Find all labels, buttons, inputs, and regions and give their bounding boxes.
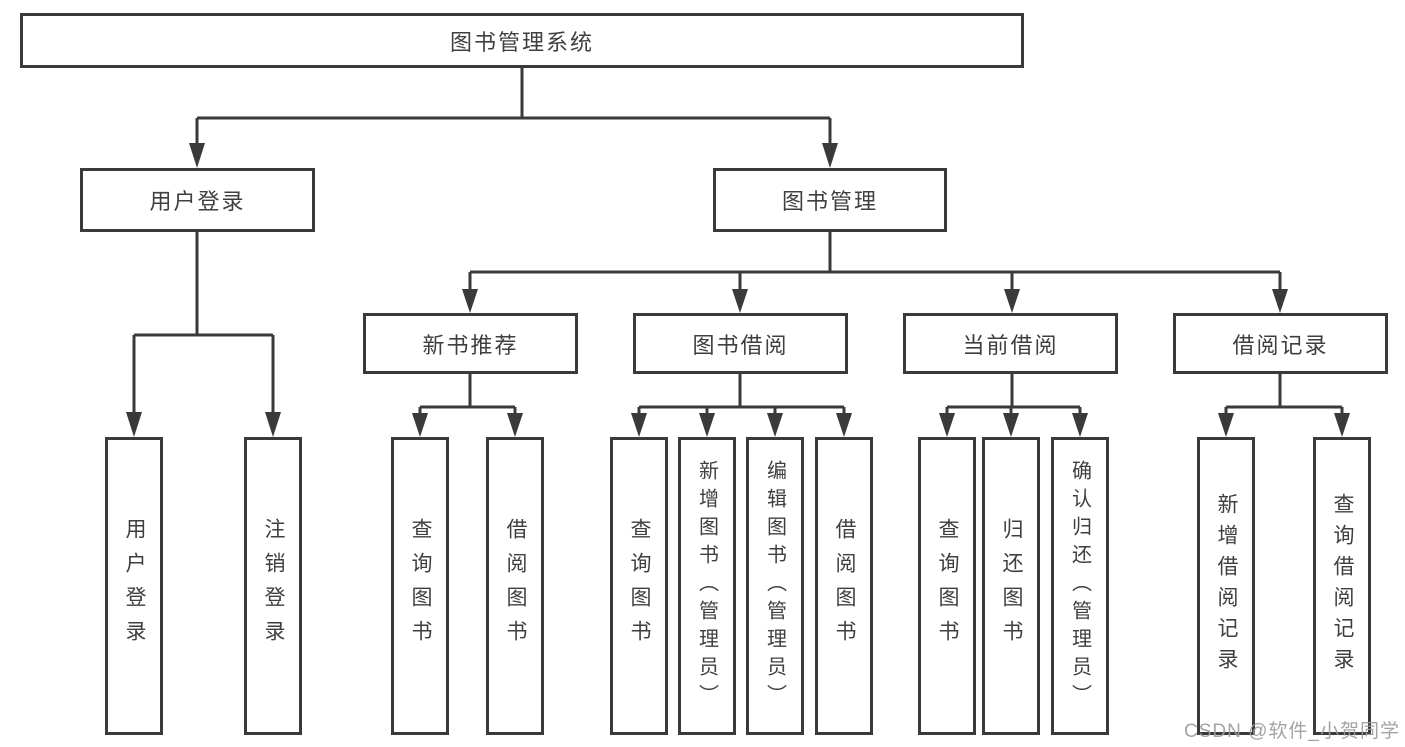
node-user-login: 用户登录 (80, 168, 315, 232)
connector-currentborrow-bus (945, 373, 1082, 416)
leaf-bb-query-books-label: 查询图书 (628, 518, 651, 654)
leaf-rec-borrow-books: 借阅图书 (486, 437, 544, 735)
leaf-bb-borrow-books-label: 借阅图书 (833, 518, 856, 654)
node-current-borrowing-label: 当前借阅 (962, 332, 1059, 358)
leaf-bb-query-books: 查询图书 (610, 437, 668, 735)
node-new-book-recommendation: 新书推荐 (363, 313, 578, 374)
node-user-login-label: 用户登录 (149, 189, 246, 214)
leaf-user-login-label: 用户登录 (123, 518, 146, 654)
leaf-cb-query-books-label: 查询图书 (936, 518, 959, 654)
leaf-cb-confirm-return-admin-label: 确认归还（管理员） (1068, 460, 1091, 712)
leaf-user-login: 用户登录 (105, 437, 163, 735)
leaf-br-add-record: 新增借阅记录 (1197, 437, 1255, 735)
leaf-logout: 注销登录 (244, 437, 302, 735)
leaf-cb-return-books: 归还图书 (982, 437, 1040, 735)
node-book-borrowing-label: 图书借阅 (692, 332, 789, 358)
node-current-borrowing: 当前借阅 (903, 313, 1118, 374)
connector-newbookrec-bus (418, 373, 517, 416)
connector-bookborrow-bus (637, 373, 846, 416)
node-root-library-system: 图书管理系统 (20, 13, 1024, 68)
connector-bookmgmt-bus (468, 231, 1282, 291)
leaf-bb-edit-books-admin-label: 编辑图书（管理员） (763, 460, 786, 712)
node-root-label: 图书管理系统 (449, 29, 594, 55)
arrowheads (126, 143, 1350, 437)
leaf-bb-borrow-books: 借阅图书 (815, 437, 873, 735)
node-book-management-label: 图书管理 (781, 189, 878, 214)
leaf-rec-query-books-label: 查询图书 (409, 518, 432, 654)
node-book-borrowing: 图书借阅 (633, 313, 848, 374)
node-new-book-recommendation-label: 新书推荐 (422, 332, 519, 358)
csdn-watermark: CSDN @软件_小贺同学 (1184, 721, 1400, 742)
leaf-cb-return-books-label: 归还图书 (1000, 518, 1023, 654)
leaf-br-query-record: 查询借阅记录 (1313, 437, 1371, 735)
leaf-rec-borrow-books-label: 借阅图书 (504, 518, 527, 654)
leaf-br-query-record-label: 查询借阅记录 (1331, 493, 1354, 679)
node-borrowing-records: 借阅记录 (1173, 313, 1388, 374)
node-borrowing-records-label: 借阅记录 (1232, 332, 1329, 358)
connector-root-bus (195, 66, 832, 146)
leaf-bb-add-books-admin: 新增图书（管理员） (678, 437, 736, 735)
leaf-cb-confirm-return-admin: 确认归还（管理员） (1051, 437, 1109, 735)
leaf-cb-query-books: 查询图书 (918, 437, 976, 735)
connector-userlogin-bus (132, 231, 275, 415)
leaf-br-add-record-label: 新增借阅记录 (1215, 493, 1238, 679)
node-book-management: 图书管理 (713, 168, 947, 232)
leaf-logout-label: 注销登录 (262, 518, 285, 654)
leaf-bb-add-books-admin-label: 新增图书（管理员） (695, 460, 718, 712)
leaf-bb-edit-books-admin: 编辑图书（管理员） (746, 437, 804, 735)
leaf-rec-query-books: 查询图书 (391, 437, 449, 735)
connector-borrowrecords-bus (1224, 373, 1344, 416)
